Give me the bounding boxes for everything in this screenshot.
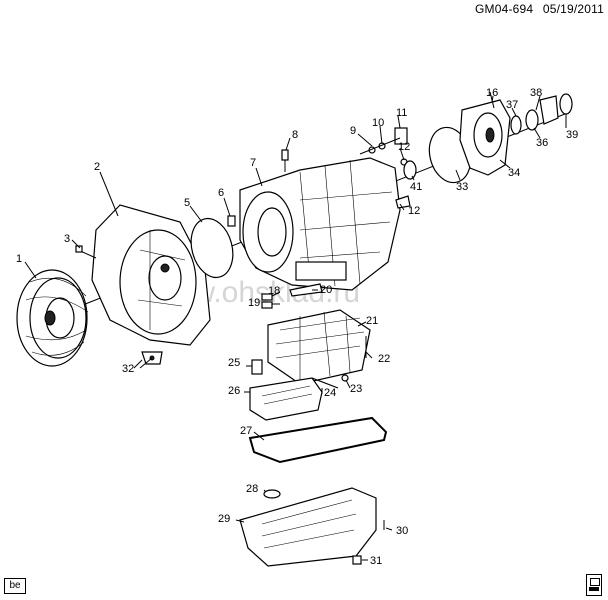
callout-39: 39	[566, 129, 578, 141]
callout-labels: 1 2 3 5 6 7 8 9 10 11 12 12 16 18 19 20 …	[16, 87, 578, 567]
callout-9: 9	[350, 125, 356, 137]
yoke-flange	[539, 95, 559, 125]
valve-body	[267, 309, 371, 385]
leader-lines	[24, 95, 567, 561]
callout-30: 30	[396, 525, 408, 537]
callout-2: 2	[94, 161, 100, 173]
callout-10: 10	[372, 117, 384, 129]
callout-12-lower: 12	[408, 205, 420, 217]
bushing	[510, 115, 522, 135]
housing-bolt	[75, 245, 97, 259]
diagram-header: GM04-694 05/19/2011	[469, 2, 604, 16]
diagram-date: 05/19/2011	[542, 2, 604, 16]
oil-pan	[239, 487, 377, 567]
extension-housing	[459, 99, 511, 176]
fluid-filter	[249, 377, 323, 421]
callout-7: 7	[250, 157, 256, 169]
housing-seal-ring	[190, 217, 234, 279]
sensor-parts	[359, 127, 408, 155]
callout-32: 32	[122, 363, 134, 375]
callout-12-upper: 12	[398, 141, 410, 153]
callout-16: 16	[486, 87, 498, 99]
case-plug	[281, 149, 289, 172]
corner-badge: be	[4, 578, 26, 594]
fitting-20	[289, 283, 323, 297]
callout-22: 22	[378, 353, 390, 365]
pan-magnet	[263, 489, 281, 499]
document-stamp-icon	[586, 574, 602, 596]
callout-36: 36	[536, 137, 548, 149]
callout-24: 24	[324, 387, 336, 399]
callout-29: 29	[218, 513, 230, 525]
callout-41: 41	[410, 181, 422, 193]
filter-seal	[251, 359, 263, 375]
callout-19: 19	[248, 297, 260, 309]
callout-23: 23	[350, 383, 362, 395]
callout-6: 6	[218, 187, 224, 199]
vent-tube	[395, 195, 411, 209]
small-seal	[227, 215, 236, 227]
callout-21: 21	[366, 315, 378, 327]
callout-25: 25	[228, 357, 240, 369]
callout-1: 1	[16, 253, 22, 265]
output-seal	[403, 160, 417, 180]
callout-37: 37	[506, 99, 518, 111]
bell-housing	[91, 204, 211, 346]
callout-34: 34	[508, 167, 520, 179]
pan-gasket	[248, 416, 388, 464]
callout-27: 27	[240, 425, 252, 437]
transmission-case	[239, 157, 401, 291]
callout-3: 3	[64, 233, 70, 245]
callout-28: 28	[246, 483, 258, 495]
drain-plug	[352, 555, 362, 565]
rear-seal	[525, 109, 539, 131]
check-ball	[341, 374, 349, 382]
callout-5: 5	[184, 197, 190, 209]
diagram-code: GM04-694	[474, 2, 534, 16]
callout-33: 33	[456, 181, 468, 193]
callout-31: 31	[370, 555, 382, 567]
end-cap	[559, 93, 573, 115]
callout-26: 26	[228, 385, 240, 397]
filter-tube	[311, 377, 339, 389]
fitting-18	[261, 293, 273, 301]
torque-converter	[16, 269, 89, 367]
fitting-19	[261, 301, 273, 309]
callout-8: 8	[292, 129, 298, 141]
callout-20: 20	[320, 284, 332, 296]
callout-38: 38	[530, 87, 542, 99]
callout-18: 18	[268, 285, 280, 297]
callout-11: 11	[396, 107, 407, 119]
